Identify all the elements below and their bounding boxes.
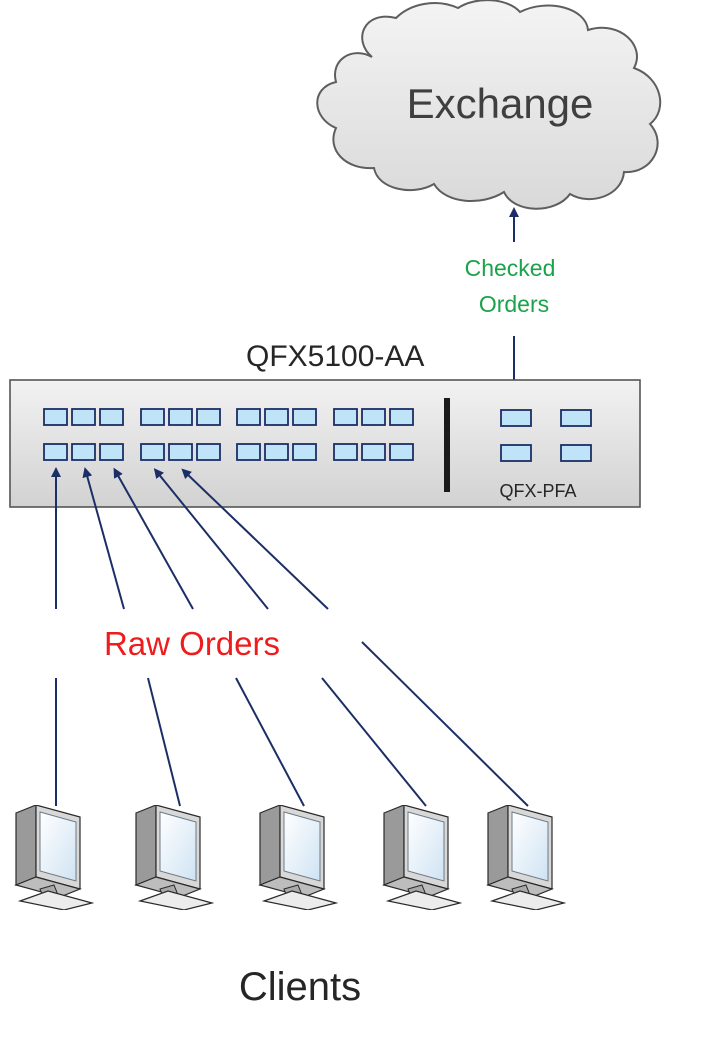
cloud-icon: [316, 0, 662, 210]
checked-orders-uplink: Checked Orders: [465, 207, 556, 410]
port-icon: [236, 408, 261, 426]
monitor-icon: [259, 805, 337, 910]
port-icon: [168, 408, 193, 426]
wire-2-lower: [147, 677, 181, 807]
exchange-label: Exchange: [407, 80, 594, 127]
client-monitors: [15, 805, 565, 910]
monitor-icon: [487, 805, 565, 910]
port-icon: [361, 408, 386, 426]
wire-2-upper: [82, 467, 125, 610]
port-icon: [500, 444, 532, 462]
switch-ports: [43, 408, 592, 462]
monitor-icon: [135, 805, 213, 910]
port-icon: [560, 444, 592, 462]
wire-4-upper: [153, 468, 269, 610]
monitor-icon: [15, 805, 93, 910]
port-icon: [333, 443, 358, 461]
port-icon: [71, 408, 96, 426]
switch: QFX5100-AA QFX-PFA: [9, 340, 641, 508]
port-icon: [99, 443, 124, 461]
port-icon: [389, 443, 414, 461]
module-label: QFX-PFA: [499, 481, 576, 501]
port-icon: [292, 408, 317, 426]
port-icon: [264, 443, 289, 461]
port-icon: [168, 443, 193, 461]
port-icon: [264, 408, 289, 426]
port-icon: [500, 409, 532, 427]
port-icon: [196, 443, 221, 461]
monitor-icon: [383, 805, 461, 910]
port-icon: [389, 408, 414, 426]
wire-3-lower: [235, 677, 305, 807]
exchange-cloud: Exchange: [316, 0, 662, 210]
port-icon: [140, 443, 165, 461]
wire-4-lower: [321, 677, 427, 807]
wire-3-upper: [113, 467, 194, 610]
port-icon: [140, 408, 165, 426]
raw-orders-label: Raw Orders: [104, 625, 280, 662]
switch-model-label: QFX5100-AA: [246, 340, 424, 373]
module-divider: [444, 398, 450, 492]
checked-orders-label-2: Orders: [479, 291, 549, 317]
port-icon: [292, 443, 317, 461]
port-icon: [361, 443, 386, 461]
port-icon: [560, 409, 592, 427]
port-icon: [43, 408, 68, 426]
port-icon: [71, 443, 96, 461]
checked-orders-label-1: Checked: [465, 255, 556, 281]
raw-order-wires: [51, 467, 529, 807]
clients-label: Clients: [239, 965, 361, 1009]
port-icon: [196, 408, 221, 426]
wire-5-lower: [361, 641, 529, 807]
port-icon: [43, 443, 68, 461]
port-icon: [236, 443, 261, 461]
wire-5-upper: [181, 468, 329, 610]
port-icon: [99, 408, 124, 426]
port-icon: [333, 408, 358, 426]
